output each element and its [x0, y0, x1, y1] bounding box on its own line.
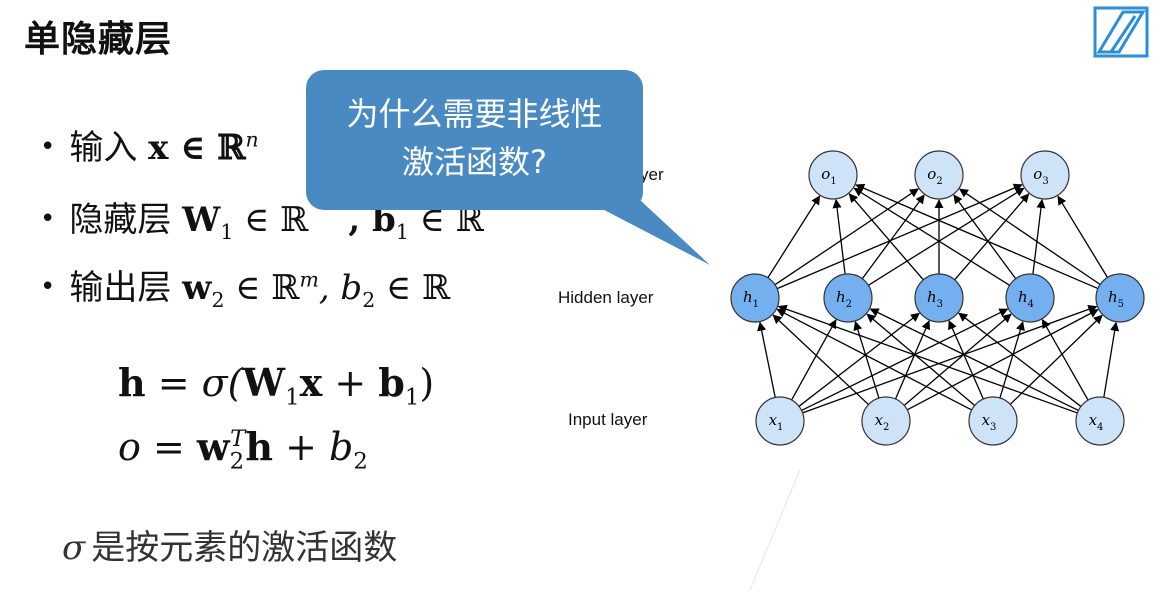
- edge-x2-h4: [903, 313, 1012, 406]
- edge-h5-o3: [1057, 195, 1109, 278]
- output-node: o2: [914, 150, 964, 200]
- edge-x3-h4: [999, 321, 1025, 399]
- edge-x3-h5: [1009, 314, 1103, 405]
- hidden-node: h3: [914, 273, 964, 323]
- equation-output: o = w2Th + b2: [118, 424, 368, 475]
- edge-h4-o1: [853, 187, 1010, 286]
- callout-line-2: 激活函数?: [402, 143, 547, 181]
- edge-x1-h3: [798, 312, 920, 407]
- output-node: o1: [808, 150, 858, 200]
- edge-x2-h3: [894, 320, 931, 400]
- edge-x1-h1: [757, 321, 776, 398]
- callout-line-1: 为什么需要非线性: [346, 95, 603, 133]
- edge-h2-o1: [832, 198, 846, 275]
- hidden-node: h1: [730, 273, 780, 323]
- callout-bubble: 为什么需要非线性 激活函数?: [306, 70, 643, 210]
- hidden-node: h4: [1005, 273, 1055, 323]
- edge-x3-h2: [866, 313, 976, 406]
- hidden-node: h2: [823, 273, 873, 323]
- edge-h1-o2: [774, 188, 919, 286]
- input-node: x4: [1075, 396, 1125, 446]
- edge-x2-h5: [906, 309, 1099, 411]
- bullet-output: •输出层 w2 ∈ ℝm, b2 ∈ ℝ: [40, 267, 451, 312]
- hidden-node: h5: [1095, 273, 1145, 323]
- decorative-line: [749, 469, 801, 591]
- edge-h4-o2: [953, 194, 1017, 280]
- input-node: x2: [861, 396, 911, 446]
- page-title: 单隐藏层: [24, 19, 173, 60]
- logo-icon: [1093, 6, 1149, 58]
- edge-h2-o2: [861, 194, 925, 280]
- edge-x3-h3: [948, 320, 984, 400]
- edge-h3-o3: [954, 193, 1030, 281]
- output-node: o3: [1020, 150, 1070, 200]
- hidden-layer-label: Hidden layer: [558, 288, 654, 307]
- edge-h5-o2: [958, 188, 1101, 286]
- edge-h1-o1: [767, 195, 821, 279]
- edge-x4-h1: [777, 304, 1078, 414]
- edge-x4-h3: [958, 312, 1082, 407]
- edge-x1-h4: [801, 308, 1009, 411]
- edge-x1-h2: [791, 319, 837, 401]
- edge-x3-h1: [776, 308, 972, 411]
- edge-x4-h2: [869, 308, 1079, 412]
- input-layer-label: Input layer: [568, 410, 648, 429]
- bullet-input: •输入 x ∈ ℝn: [40, 127, 259, 168]
- edge-h1-o3: [776, 183, 1023, 290]
- input-node: x3: [968, 396, 1018, 446]
- edge-x2-h1: [772, 314, 869, 406]
- edge-h3-o1: [848, 193, 924, 281]
- edge-x4-h4: [1041, 318, 1089, 401]
- output-layer-label: yer: [640, 165, 664, 184]
- input-node: x1: [755, 396, 805, 446]
- edge-h2-o3: [868, 187, 1025, 286]
- edge-h5-o1: [855, 183, 1099, 290]
- edge-x4-h5: [1103, 321, 1120, 398]
- equation-hidden: h = σ(W1x + b1): [118, 360, 435, 411]
